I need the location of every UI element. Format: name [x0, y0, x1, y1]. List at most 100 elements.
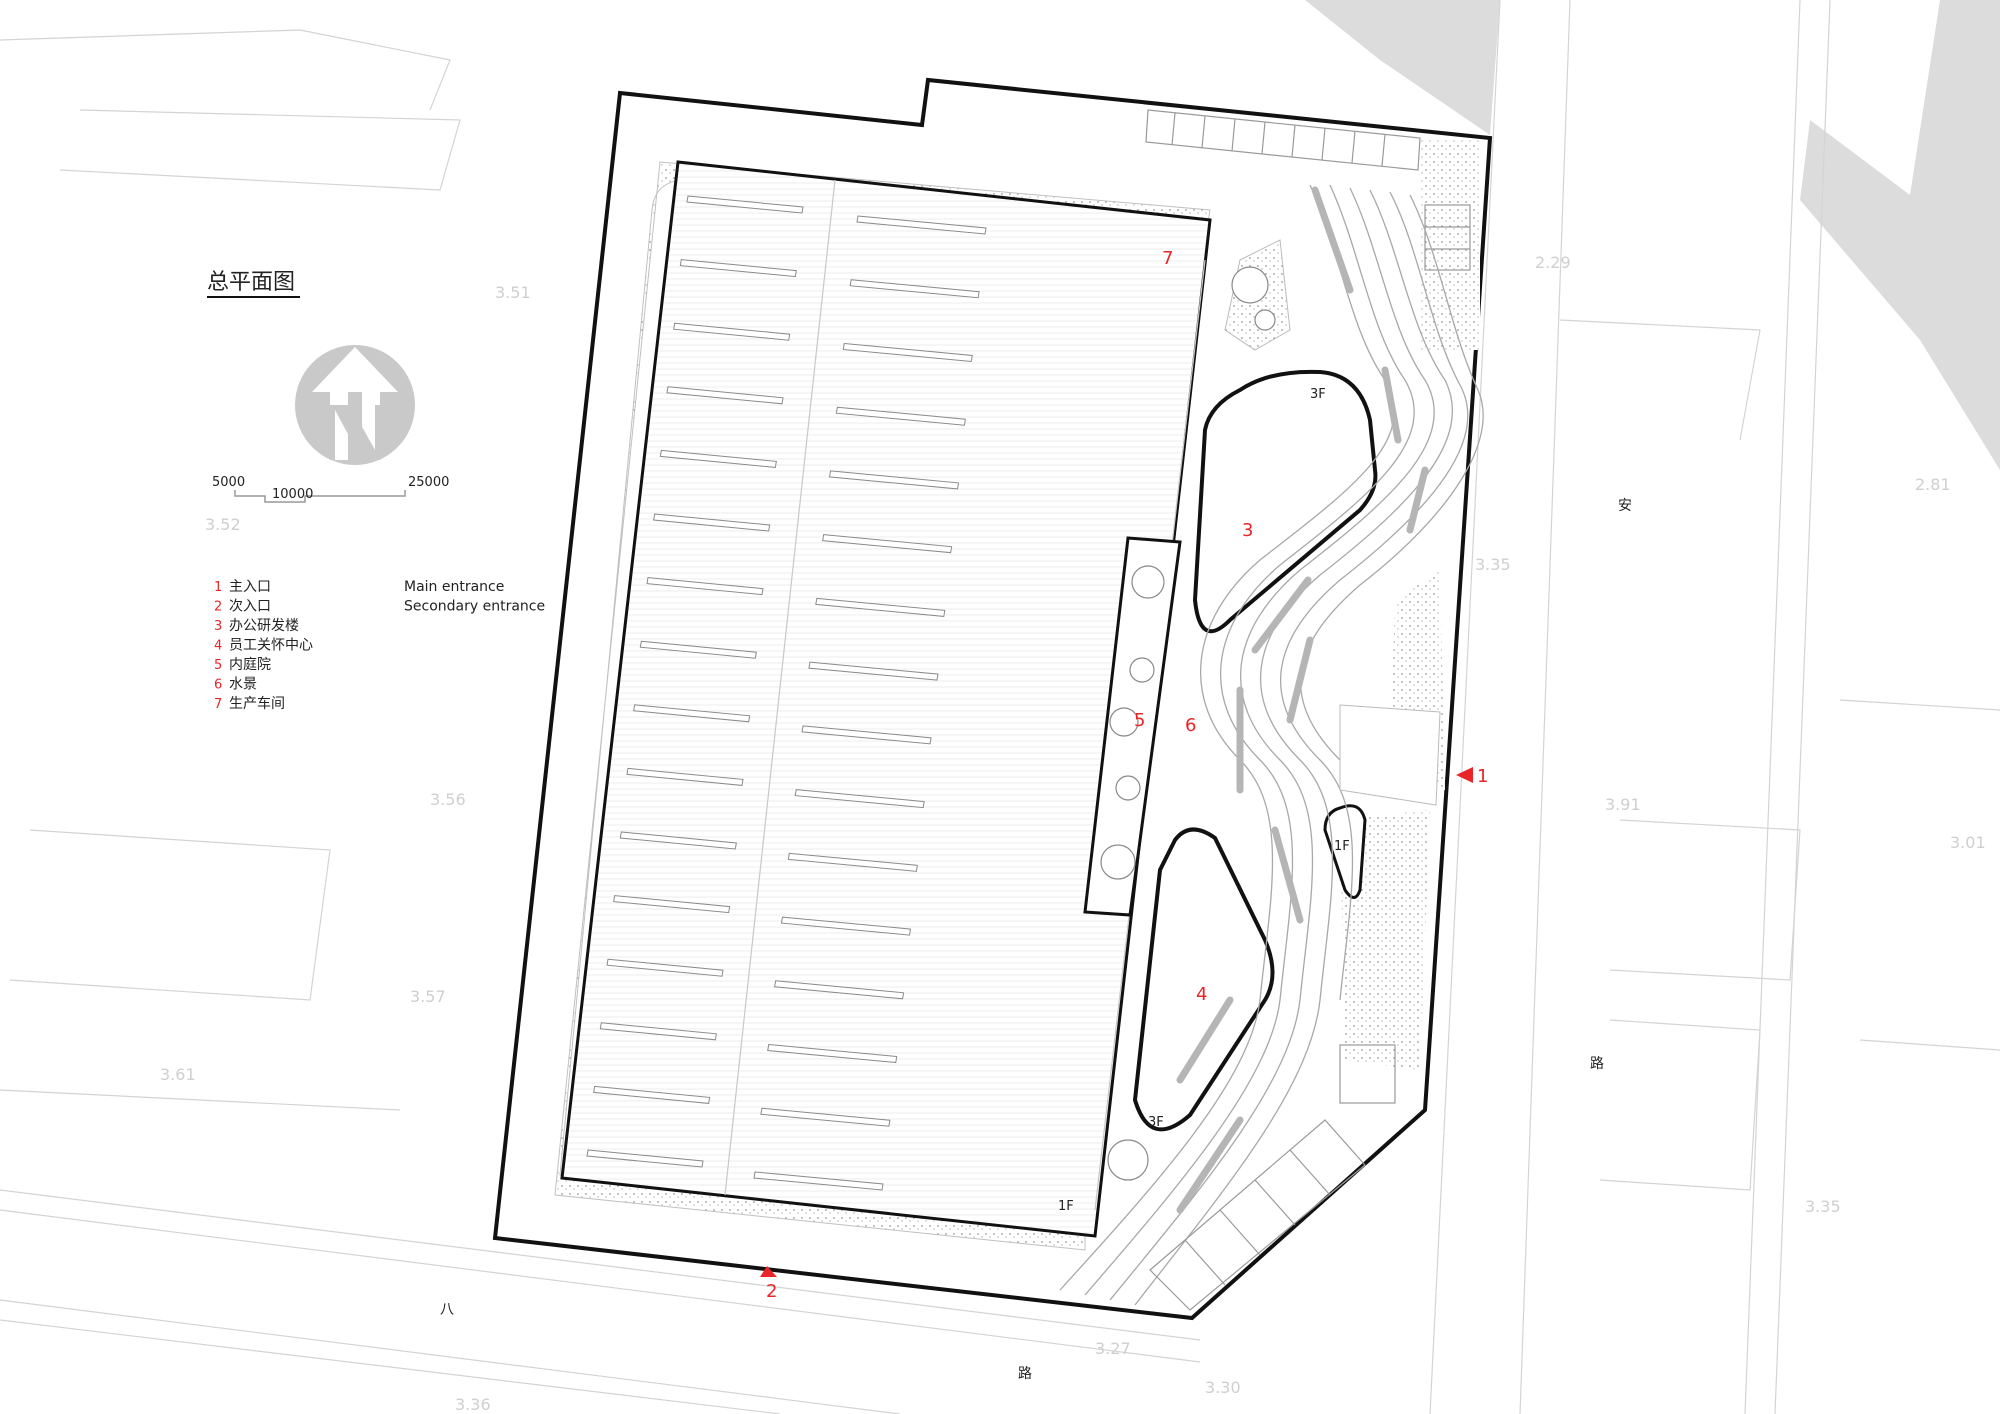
- context-gray-patch-north: [1305, 0, 1500, 135]
- secondary-entrance-arrow: [760, 1266, 777, 1277]
- skylight-strip: [774, 980, 905, 1000]
- skylight-strip: [593, 1085, 711, 1104]
- road-char-ba: 八: [440, 1302, 454, 1318]
- water-feature-gray-bars: [1176, 186, 1429, 1214]
- skylight-strip: [794, 789, 925, 809]
- skylight-strip: [659, 449, 777, 468]
- skylight-strip: [856, 215, 987, 235]
- skylight-strip: [639, 640, 757, 659]
- legend-number: 5: [214, 658, 222, 673]
- legend-number: 1: [214, 580, 222, 595]
- skylight-strip: [619, 831, 737, 850]
- legend: 1 主入口 Main entrance 2 次入口 Secondary entrance 3…: [214, 579, 545, 712]
- legend-number: 6: [214, 678, 222, 693]
- legend-label-zh: 次入口: [229, 599, 271, 615]
- svg-text:3.56: 3.56: [430, 790, 466, 809]
- plan-number-3: 3: [1242, 520, 1253, 541]
- building-4-care-center: [1132, 827, 1275, 1132]
- svg-text:25000: 25000: [408, 475, 449, 490]
- skylight-strip: [787, 852, 918, 872]
- skylight-strip: [753, 1171, 884, 1191]
- skylight-strip: [767, 1043, 898, 1064]
- legend-label-zh: 生产车间: [229, 695, 285, 712]
- legend-label-en: Secondary entrance: [404, 599, 545, 615]
- skylight-strip: [842, 342, 973, 363]
- svg-text:3.01: 3.01: [1950, 833, 1986, 852]
- svg-text:3.52: 3.52: [205, 515, 241, 534]
- legend-label-zh: 办公研发楼: [229, 618, 299, 634]
- floor-tag-1f-small: 1F: [1334, 839, 1350, 854]
- skylight-strip: [808, 661, 939, 681]
- legend-label-zh: 水景: [229, 677, 257, 693]
- skylight-strip: [626, 767, 744, 786]
- plan-number-2: 2: [766, 1281, 777, 1302]
- main-entrance-arrow: [1456, 767, 1473, 783]
- building-7-skylights: [586, 195, 987, 1191]
- svg-text:3.27: 3.27: [1095, 1339, 1131, 1358]
- plan-number-7: 7: [1162, 248, 1173, 269]
- svg-text:3.57: 3.57: [410, 987, 446, 1006]
- legend-label-en: Main entrance: [404, 579, 504, 595]
- skylight-strip: [822, 534, 953, 554]
- skylight-strip: [599, 1022, 717, 1041]
- skylight-strip: [686, 195, 804, 214]
- east-entrance-gap: [1339, 704, 1441, 806]
- svg-text:3.61: 3.61: [160, 1065, 196, 1084]
- context-gray-patch-east: [1800, 0, 2000, 470]
- floor-tag-1f-main: 1F: [1058, 1199, 1074, 1214]
- svg-text:3.51: 3.51: [495, 283, 531, 302]
- road-char-lu-south: 路: [1018, 1366, 1032, 1382]
- skylight-strip: [666, 386, 784, 405]
- legend-label-zh: 内庭院: [229, 656, 271, 673]
- legend-label-zh: 主入口: [229, 579, 271, 595]
- skylight-strip: [586, 1149, 704, 1168]
- svg-text:3.35: 3.35: [1805, 1197, 1841, 1216]
- svg-text:3.36: 3.36: [455, 1395, 491, 1414]
- svg-text:3.35: 3.35: [1475, 555, 1511, 574]
- svg-text:3.30: 3.30: [1205, 1378, 1241, 1397]
- floor-tag-3f-lower: 3F: [1148, 1115, 1164, 1130]
- skylight-strip: [606, 958, 724, 977]
- floor-tag-3f-upper: 3F: [1310, 387, 1326, 402]
- scale-bar: 5000 10000 25000: [212, 475, 449, 503]
- road-char-lu-east: 路: [1590, 1056, 1604, 1072]
- plan-number-4: 4: [1196, 984, 1207, 1005]
- legend-number: 3: [214, 619, 222, 634]
- skylight-strip: [835, 406, 966, 426]
- building-7-production: [560, 160, 1212, 1238]
- southeast-parking: [1149, 1044, 1396, 1311]
- svg-text:3.91: 3.91: [1605, 795, 1641, 814]
- skylight-strip: [613, 895, 731, 914]
- road-char-an: 安: [1618, 498, 1632, 514]
- svg-text:2.29: 2.29: [1535, 253, 1571, 272]
- skylight-strip: [801, 725, 932, 745]
- building-3-office: [1192, 369, 1378, 634]
- skylight-strip: [815, 597, 946, 617]
- legend-label-zh: 员工关怀中心: [229, 638, 313, 654]
- svg-text:10000: 10000: [272, 487, 313, 502]
- terrain-elevations: 3.51 3.52 3.56 3.57 3.61 2.29 2.81 3.35 …: [160, 253, 1986, 1414]
- drawing-title: 总平面图: [207, 270, 295, 295]
- north-parking: [1145, 109, 1471, 271]
- courtyard-trees: [1100, 266, 1276, 1181]
- skylight-strip: [780, 916, 912, 936]
- skylight-strip: [673, 322, 791, 341]
- legend-number: 7: [214, 697, 222, 712]
- legend-number: 2: [214, 600, 222, 615]
- skylight-strip: [679, 259, 797, 278]
- skylight-strip: [633, 704, 751, 723]
- svg-text:5000: 5000: [212, 475, 245, 490]
- svg-text:2.81: 2.81: [1915, 475, 1951, 494]
- plan-number-5: 5: [1134, 710, 1145, 731]
- plan-number-1: 1: [1477, 766, 1488, 787]
- skylight-strip: [828, 470, 960, 490]
- legend-number: 4: [214, 639, 222, 654]
- skylight-strip: [646, 577, 764, 596]
- skylight-strip: [653, 513, 771, 532]
- plan-number-6: 6: [1185, 715, 1196, 736]
- skylight-strip: [849, 279, 980, 299]
- north-arrow-icon: [295, 345, 415, 465]
- skylight-strip: [760, 1107, 891, 1127]
